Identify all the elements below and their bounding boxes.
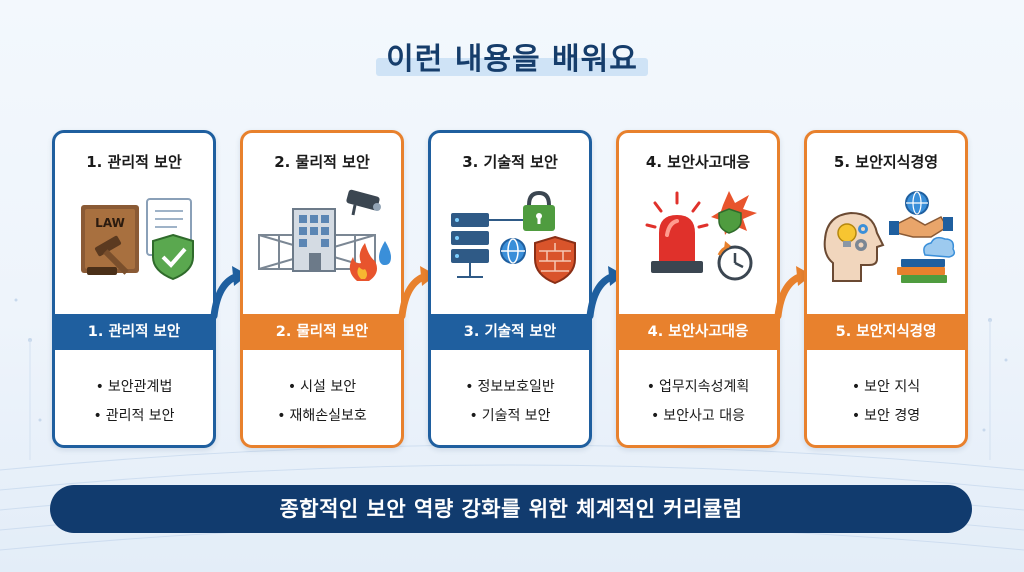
card-items: •보안관계법 •관리적 보안 (55, 373, 213, 431)
card-title: 1. 관리적 보안 (86, 153, 182, 171)
head-gears-icon (823, 191, 956, 283)
clock-icon (717, 241, 753, 281)
gavel-icon (87, 235, 129, 275)
card-band: 2. 물리적 보안 (243, 314, 401, 350)
shield-check-icon (152, 233, 194, 281)
water-drop-icon (379, 241, 391, 265)
card-items: •정보보호일반 •기술적 보안 (431, 373, 589, 431)
list-item: •보안사고 대응 (651, 408, 745, 424)
globe-icon (500, 238, 526, 264)
card-items: •업무지속성계획 •보안사고 대응 (619, 373, 777, 431)
books-cloud-icon (897, 236, 956, 283)
list-item: •재해손실보호 (277, 408, 367, 424)
building-icon (258, 189, 391, 281)
module-card-2: 2. 물리적 보안 2. 물리적 보안 •시설 보안 •재해손실보호 (240, 130, 404, 448)
list-item: •보안 지식 (851, 379, 921, 395)
card-title: 4. 보안사고대응 (645, 153, 751, 171)
card-band: 5. 보안지식경영 (807, 314, 965, 350)
card-title: 3. 기술적 보안 (462, 153, 558, 171)
list-item: •보안관계법 (95, 379, 173, 395)
page-title: 이런 내용을 배워요 (376, 32, 648, 80)
lightbulb-icon (837, 223, 857, 247)
module-card-5: 5. 보안지식경영 5. 보안지식경영 •보안 지식 •보안 경영 (804, 130, 968, 448)
card-items: •시설 보안 •재해손실보호 (243, 373, 401, 431)
law-book-icon: LAW (81, 198, 194, 281)
list-item: •관리적 보안 (93, 408, 175, 424)
module-card-3: 3. 기술적 보안 3. 기술적 보안 (428, 130, 592, 448)
list-item: •시설 보안 (287, 379, 357, 395)
module-card-4: 4. 보안사고대응 4. 보안사고대응 •업무지속성계획 •보안사고 대응 (616, 130, 780, 448)
list-item: •정보보호일반 (465, 379, 555, 395)
firewall-shield-icon (534, 235, 576, 285)
card-band: 4. 보안사고대응 (619, 314, 777, 350)
explosion-shield-icon (711, 191, 757, 235)
list-item: •업무지속성계획 (646, 379, 750, 395)
card-title: 2. 물리적 보안 (274, 153, 370, 171)
list-item: •기술적 보안 (469, 408, 551, 424)
cctv-camera-icon (346, 189, 381, 216)
card-title: 5. 보안지식경영 (833, 153, 939, 171)
list-item: •보안 경영 (851, 408, 921, 424)
law-label: LAW (95, 216, 125, 230)
siren-icon (645, 191, 757, 281)
card-band: 3. 기술적 보안 (431, 314, 589, 350)
module-card-1: 1. 관리적 보안 LAW 1. 관리적 보안 •보안관계법 •관리적 보안 (52, 130, 216, 448)
card-items: •보안 지식 •보안 경영 (807, 373, 965, 431)
handshake-globe-icon (889, 191, 953, 238)
card-band: 1. 관리적 보안 (55, 314, 213, 350)
server-icon (451, 190, 576, 285)
curriculum-summary-banner: 종합적인 보안 역량 강화를 위한 체계적인 커리큘럼 (50, 485, 972, 533)
padlock-chip-icon (523, 190, 555, 231)
fire-icon (349, 243, 377, 281)
